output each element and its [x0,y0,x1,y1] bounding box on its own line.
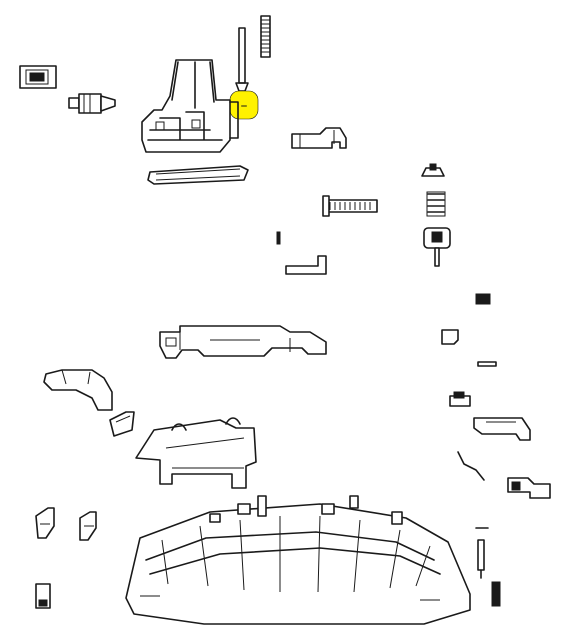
probe-rod-part[interactable] [475,527,489,579]
filter-block-part[interactable] [109,411,135,437]
button-part-right[interactable] [449,391,471,407]
knob-valve-part[interactable] [423,227,451,267]
gasket-plate-part[interactable] [147,165,249,185]
switch-part-right[interactable] [507,477,551,499]
highlighted-part[interactable]: – [229,90,259,120]
duct-hose-part[interactable] [43,369,113,411]
cap-part[interactable] [421,163,445,177]
sensor-part-bottom-left[interactable] [35,583,51,609]
clip-part[interactable] [441,329,459,345]
screw-part[interactable] [477,361,497,367]
front-lid-part[interactable] [135,417,257,489]
latch-slider-part[interactable] [322,195,378,217]
bent-wire-part[interactable] [457,451,485,481]
hinge-bracket-left-2[interactable] [79,511,97,541]
hinge-bracket-left-1[interactable] [35,507,55,539]
base-plate-part[interactable] [125,495,471,625]
valve-part-left[interactable] [68,93,116,114]
spring-part-top[interactable] [260,15,271,58]
main-housing-part[interactable] [141,59,239,153]
lever-arm-assembly-part[interactable] [159,325,327,359]
fuse-part-bottom-right[interactable] [491,581,501,607]
slide-rail-part[interactable] [473,417,531,441]
pin-rod-part[interactable] [235,27,249,92]
connector-part-top-left[interactable] [19,65,57,89]
small-pin-part[interactable] [276,231,281,245]
highlighted-part-mark: – [241,98,248,114]
bracket-part-right[interactable] [291,127,347,149]
grommet-part[interactable] [475,293,491,305]
l-lever-part[interactable] [285,255,327,275]
coil-spring-part[interactable] [426,191,446,217]
